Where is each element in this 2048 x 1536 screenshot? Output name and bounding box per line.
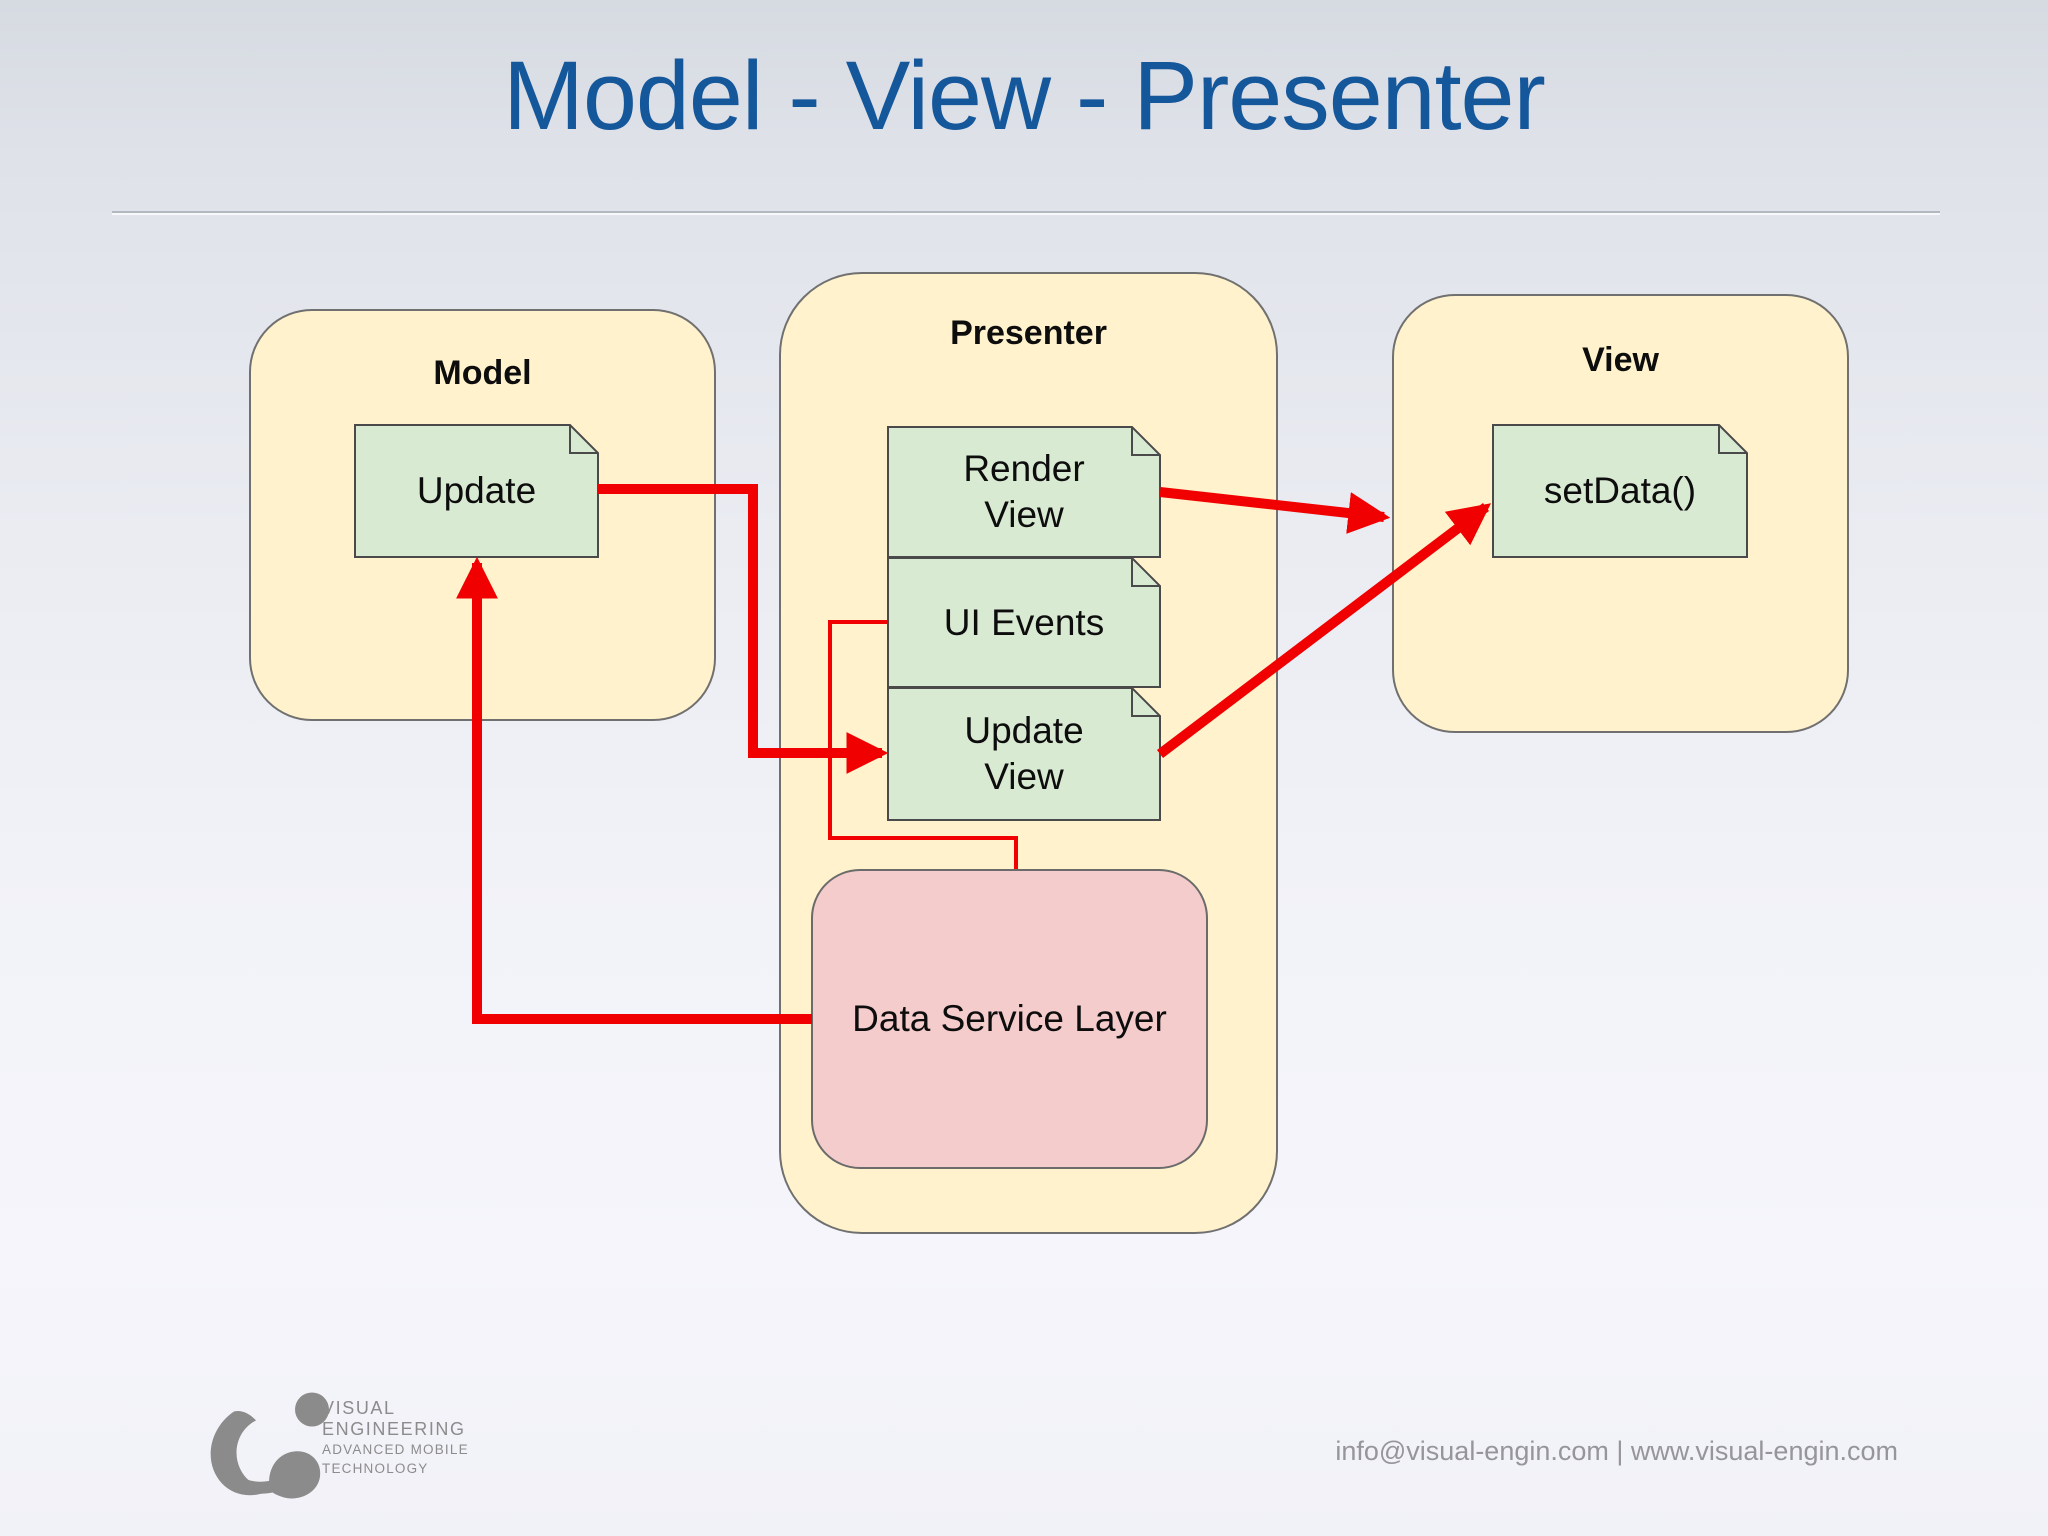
arrow-updateview-to-setdata bbox=[1156, 503, 1492, 758]
update-view-box bbox=[887, 687, 1161, 821]
title-divider-highlight bbox=[112, 213, 1940, 215]
render-view-line1: Render bbox=[963, 448, 1085, 489]
title-divider bbox=[112, 211, 1940, 213]
logo-line-engineering: ENGINEERING bbox=[322, 1419, 466, 1439]
arrow-dataservice-to-update bbox=[456, 556, 812, 1024]
update-view-line2: View bbox=[984, 756, 1064, 797]
update-view-box-label: Update View bbox=[888, 688, 1160, 820]
setdata-box bbox=[1492, 424, 1748, 558]
model-container-title: Model bbox=[433, 354, 532, 392]
data-service-layer-label: Data Service Layer bbox=[852, 998, 1167, 1039]
visual-engineering-logo-icon bbox=[210, 1392, 329, 1499]
arrow-update-to-updateview bbox=[598, 484, 889, 774]
logo-line-technology: TECHNOLOGY bbox=[322, 1461, 429, 1476]
view-container-title: View bbox=[1582, 341, 1659, 379]
arrow-renderview-to-view bbox=[1159, 487, 1391, 534]
logo-line-visual: VISUAL bbox=[322, 1398, 396, 1418]
setdata-box-label: setData() bbox=[1543, 470, 1697, 511]
render-view-box-label: Render View bbox=[888, 427, 1160, 557]
ui-events-box-label: UI Events bbox=[943, 601, 1105, 643]
update-box bbox=[354, 424, 599, 558]
connector-uievents-to-dataservice bbox=[828, 620, 1018, 869]
contact-info: info@visual-engin.com | www.visual-engin… bbox=[1335, 1436, 1898, 1466]
update-box-label: Update bbox=[416, 470, 537, 511]
logo-line-advanced: ADVANCED MOBILE bbox=[322, 1442, 469, 1457]
page-title: Model - View - Presenter bbox=[503, 41, 1546, 150]
render-view-line2: View bbox=[984, 494, 1064, 535]
update-view-line1: Update bbox=[964, 710, 1084, 751]
presenter-container-title: Presenter bbox=[950, 314, 1107, 352]
render-view-box bbox=[887, 426, 1161, 558]
ui-events-box bbox=[887, 557, 1161, 688]
logo-wordmark: VISUAL ENGINEERING ADVANCED MOBILE TECHN… bbox=[322, 1398, 469, 1478]
